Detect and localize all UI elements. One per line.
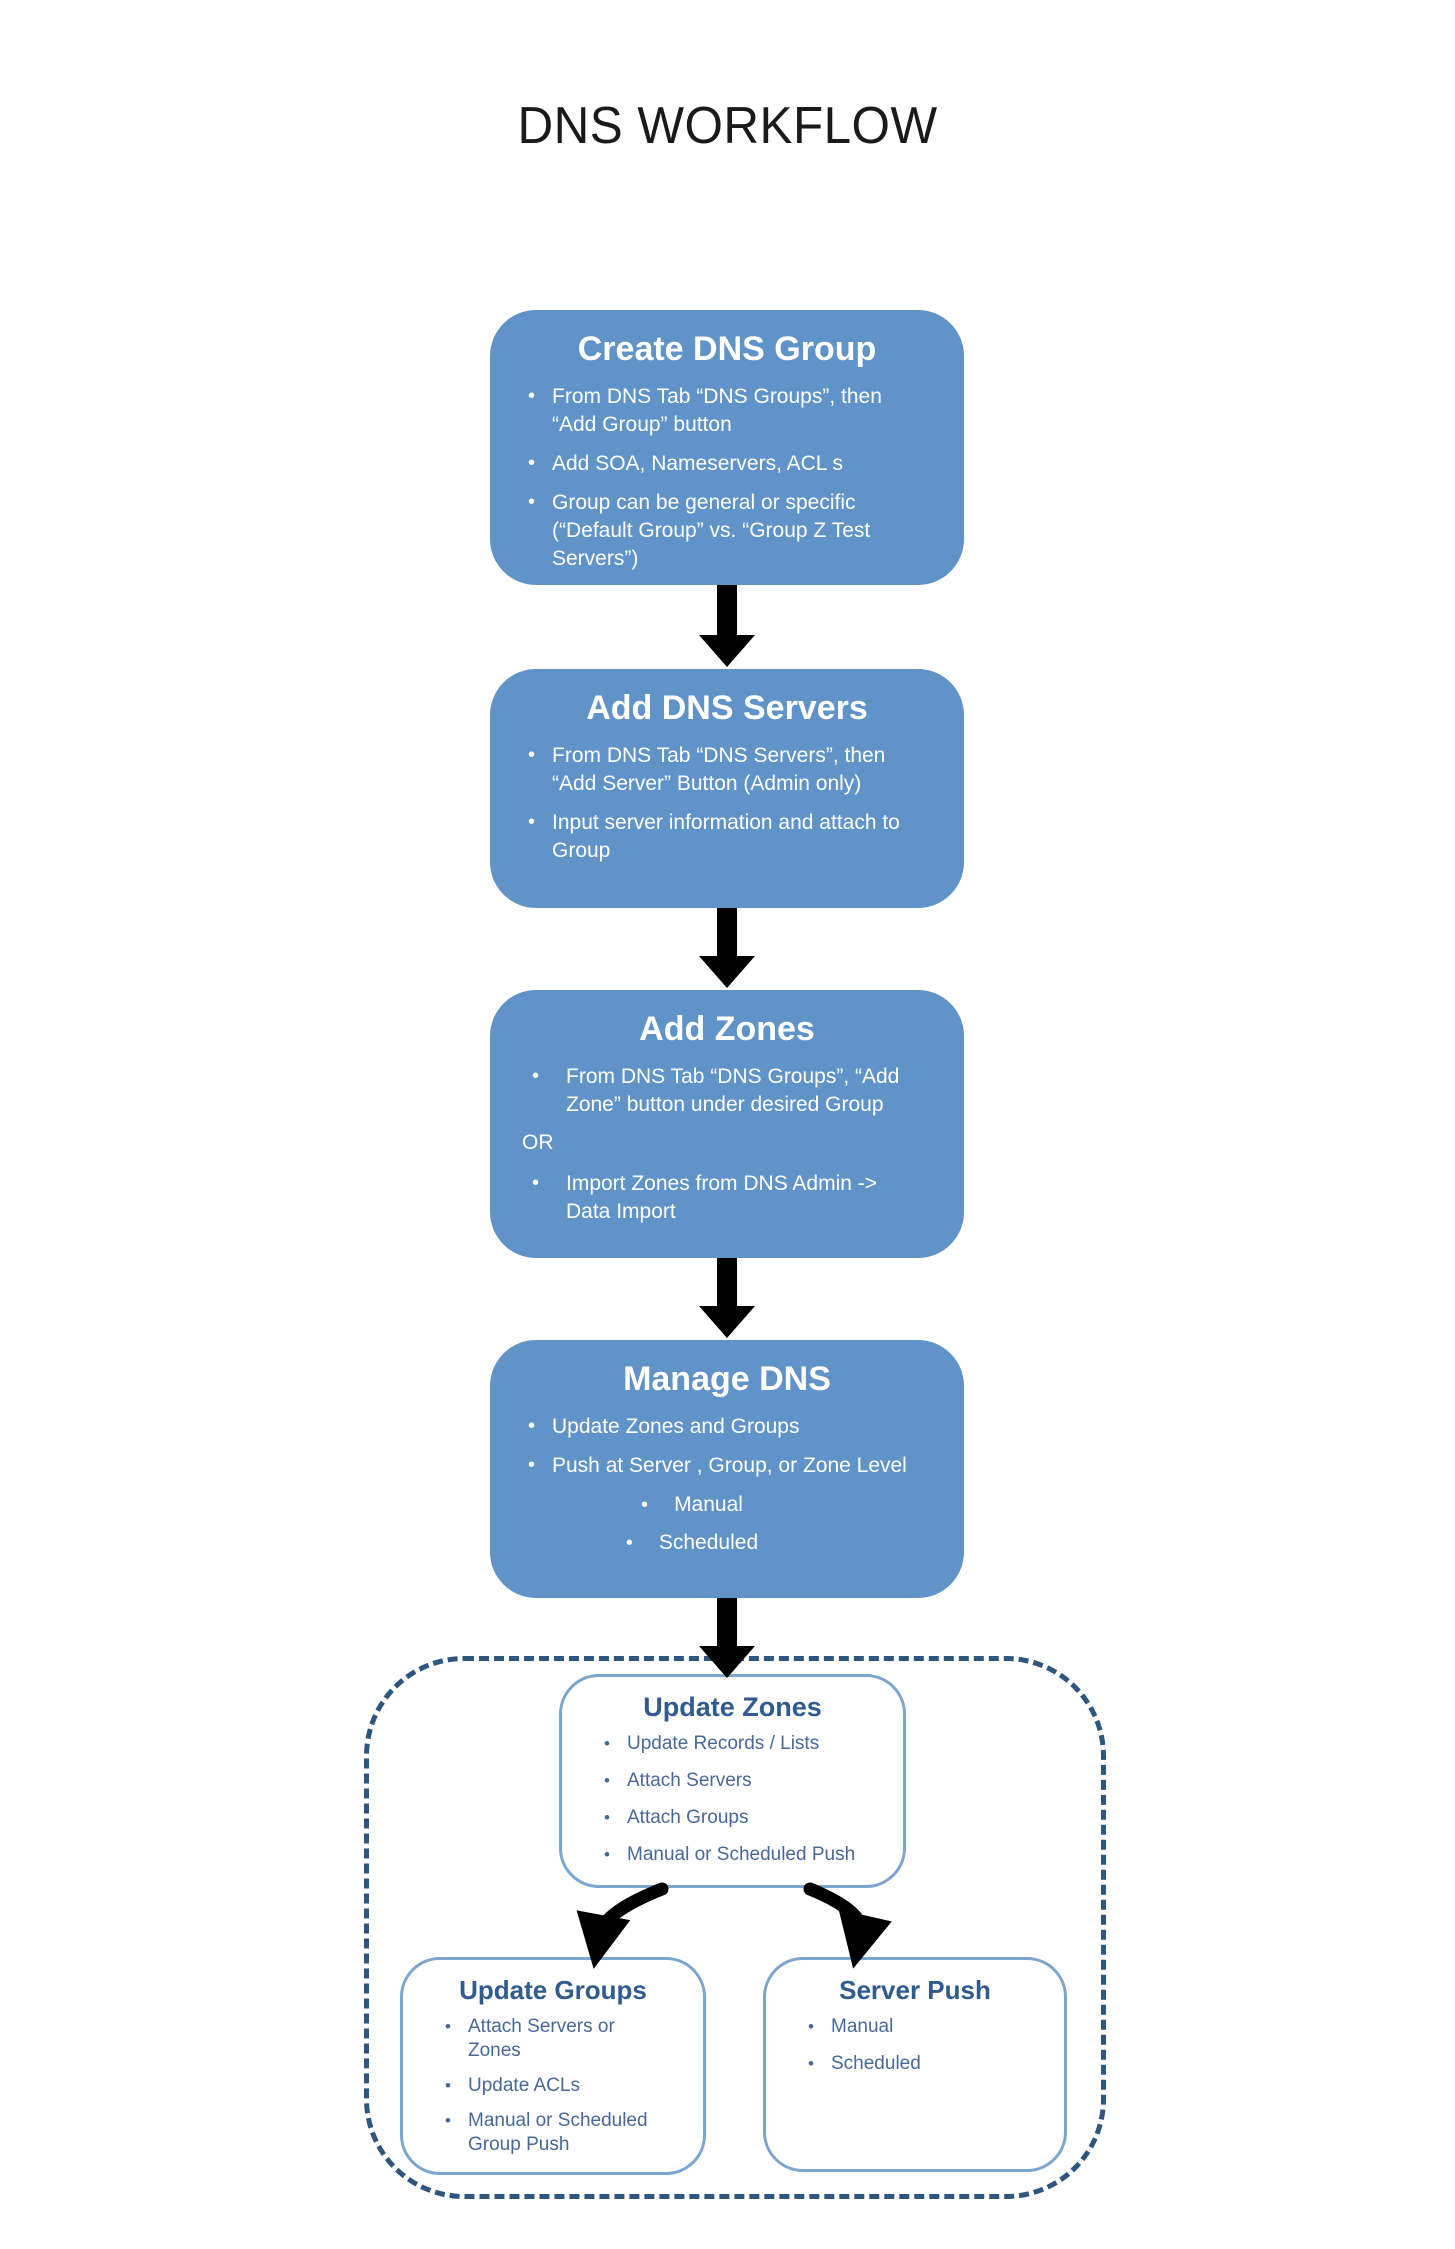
or-separator-label: OR <box>522 1131 554 1155</box>
bullet-list: Manual Scheduled <box>766 2015 1064 2076</box>
box-title: Update Zones <box>643 1692 822 1722</box>
bullet-list: Update Zones and Groups Push at Server ,… <box>490 1411 964 1480</box>
bullet-list: From DNS Tab “DNS Groups”, then “Add Gro… <box>490 381 964 573</box>
detail-box-update-zones: Update Zones Update Records / Lists Atta… <box>559 1674 906 1888</box>
bullet-list: From DNS Tab “DNS Servers”, then “Add Se… <box>490 740 964 865</box>
bullet-item: Group can be general or specific (“Defau… <box>526 488 914 573</box>
flow-box-create-dns-group: Create DNS Group From DNS Tab “DNS Group… <box>490 310 964 585</box>
bullet-item: Push at Server , Group, or Zone Level <box>526 1451 944 1480</box>
bullet-item: Update Records / Lists <box>602 1732 888 1756</box>
bullet-item: From DNS Tab “DNS Servers”, then “Add Se… <box>526 741 914 798</box>
box-title: Update Groups <box>459 1975 647 2005</box>
flow-box-add-zones: Add Zones From DNS Tab “DNS Groups”, “Ad… <box>490 990 964 1258</box>
box-title: Add Zones <box>639 1010 815 1048</box>
box-title: Create DNS Group <box>577 330 877 368</box>
bullet-item: Input server information and attach to G… <box>526 808 914 865</box>
bullet-item: Manual or Scheduled Push <box>602 1843 888 1867</box>
sub-bullet-item: Scheduled <box>490 1529 894 1557</box>
bullet-list: Update Records / Lists Attach Servers At… <box>562 1732 903 1867</box>
page-title: DNS WORKFLOW <box>517 97 938 155</box>
bullet-item: Add SOA, Nameservers, ACL s <box>526 449 914 478</box>
box-title: Server Push <box>839 1975 991 2005</box>
bullet-item: Import Zones from DNS Admin -> Data Impo… <box>530 1169 904 1226</box>
bullet-item: Manual or Scheduled Group Push <box>443 2109 658 2157</box>
bullet-list: Attach Servers or Zones Update ACLs Manu… <box>403 2015 703 2157</box>
arrow-down-icon <box>699 908 755 988</box>
bullet-item: Scheduled <box>806 2052 1049 2076</box>
arrow-down-icon <box>699 1258 755 1338</box>
box-title: Manage DNS <box>623 1360 831 1398</box>
flow-box-add-dns-servers: Add DNS Servers From DNS Tab “DNS Server… <box>490 669 964 908</box>
sub-bullet-list: Manual Scheduled <box>490 1491 894 1557</box>
bullet-item: Manual <box>806 2015 1049 2039</box>
bullet-item: From DNS Tab “DNS Groups”, then “Add Gro… <box>526 382 914 439</box>
bullet-item: Update Zones and Groups <box>526 1412 944 1441</box>
bullet-list: Import Zones from DNS Admin -> Data Impo… <box>490 1168 964 1226</box>
bullet-item: Attach Groups <box>602 1806 888 1830</box>
arrow-down-icon <box>699 585 755 667</box>
bullet-item: Update ACLs <box>443 2074 658 2098</box>
bullet-item: Attach Servers or Zones <box>443 2015 658 2063</box>
box-title: Add DNS Servers <box>586 689 868 727</box>
bullet-item: From DNS Tab “DNS Groups”, “Add Zone” bu… <box>530 1062 904 1119</box>
detail-box-update-groups: Update Groups Attach Servers or Zones Up… <box>400 1957 706 2175</box>
bullet-list: From DNS Tab “DNS Groups”, “Add Zone” bu… <box>490 1061 964 1119</box>
detail-box-server-push: Server Push Manual Scheduled <box>763 1957 1067 2172</box>
sub-bullet-item: Manual <box>490 1491 894 1519</box>
flow-box-manage-dns: Manage DNS Update Zones and Groups Push … <box>490 1340 964 1598</box>
bullet-item: Attach Servers <box>602 1769 888 1793</box>
